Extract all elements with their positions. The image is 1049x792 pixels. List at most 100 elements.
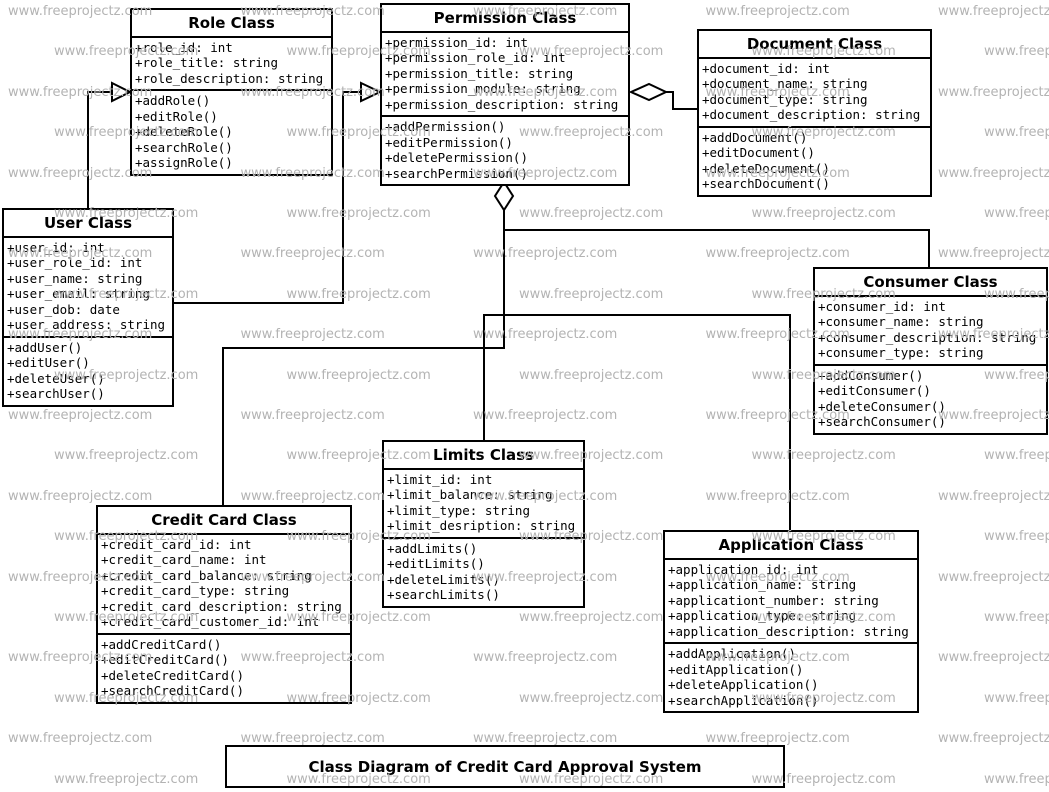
member-line: +editUser() [7, 355, 90, 371]
member-line: +addLimits() [387, 540, 478, 556]
class-attributes-permission: +permission_id: int+permission_role_id: … [382, 33, 628, 118]
member-line: +document_id: int [702, 60, 830, 76]
member-line: +document_description: string [702, 107, 921, 123]
aggregation-branch-to-consumer-line [504, 229, 930, 267]
member-line: +credit_card_customer_id: int [101, 614, 320, 630]
class-title-limits: Limits Class [384, 442, 583, 470]
member-line: +application_type: string [668, 608, 857, 624]
member-line: +permission_id: int [385, 34, 528, 50]
member-line: +consumer_type: string [818, 345, 984, 361]
class-box-limits: Limits Class +limit_id: int+limit_balanc… [382, 440, 585, 608]
class-attributes-creditcard: +credit_card_id: int+credit_card_name: i… [98, 535, 350, 635]
member-line: +editConsumer() [818, 383, 931, 399]
member-line: +consumer_id: int [818, 298, 946, 314]
class-box-consumer: Consumer Class +consumer_id: int+consume… [813, 267, 1048, 435]
member-line: +editApplication() [668, 661, 804, 677]
member-line: +deleteUser() [7, 370, 105, 386]
member-line: +role_description: string [135, 70, 324, 86]
class-title-role: Role Class [132, 10, 331, 38]
member-line: +addUser() [7, 339, 83, 355]
member-line: +deleteCreditCard() [101, 667, 244, 683]
member-line: +credit_card_type: string [101, 583, 290, 599]
member-line: +role_id: int [135, 39, 233, 55]
member-line: +user_email: string [7, 286, 150, 302]
generalization-user-to-permission-arrowhead [360, 81, 383, 103]
class-title-user: User Class [4, 210, 172, 238]
diagram-title-text: Class Diagram of Credit Card Approval Sy… [308, 757, 702, 776]
member-line: +user_address: string [7, 317, 166, 333]
member-line: +applicationt_number: string [668, 592, 879, 608]
member-line: +addPermission() [385, 119, 506, 135]
member-line: +limit_desription: string [387, 518, 576, 534]
aggregation-permission-document-diamond [628, 82, 669, 102]
class-attributes-application: +application_id: int+application_name: s… [665, 560, 917, 645]
class-attributes-limits: +limit_id: int+limit_balance: string+lim… [384, 470, 583, 539]
class-methods-limits: +addLimits()+editLimits()+deleteLimits()… [384, 539, 583, 606]
class-title-document: Document Class [699, 31, 930, 59]
member-line: +searchUser() [7, 386, 105, 402]
member-line: +deleteApplication() [668, 677, 819, 693]
member-line: +user_id: int [7, 239, 105, 255]
member-line: +deleteLimits() [387, 571, 500, 587]
class-methods-role: +addRole()+editRole()+deleteRole()+searc… [132, 91, 331, 174]
member-line: +searchConsumer() [818, 414, 946, 430]
member-line: +consumer_name: string [818, 314, 984, 330]
member-line: +user_name: string [7, 270, 143, 286]
class-methods-permission: +addPermission()+editPermission()+delete… [382, 117, 628, 184]
class-methods-user: +addUser()+editUser()+deleteUser()+searc… [4, 338, 172, 405]
member-line: +document_type: string [702, 91, 868, 107]
class-attributes-consumer: +consumer_id: int+consumer_name: string+… [815, 297, 1046, 366]
member-line: +document_name: string [702, 76, 868, 92]
class-title-permission: Permission Class [382, 5, 628, 33]
member-line: +consumer_description: string [818, 329, 1037, 345]
class-attributes-role: +role_id: int+role_title: string+role_de… [132, 38, 331, 92]
member-line: +credit_card_name: int [101, 552, 267, 568]
class-attributes-user: +user_id: int+user_role_id: int+user_nam… [4, 238, 172, 338]
class-box-user: User Class +user_id: int+user_role_id: i… [2, 208, 174, 407]
member-line: +deleteRole() [135, 124, 233, 140]
member-line: +searchCreditCard() [101, 683, 244, 699]
member-line: +searchLimits() [387, 587, 500, 603]
member-line: +editDocument() [702, 145, 815, 161]
member-line: +permission_role_id: int [385, 50, 566, 66]
class-title-creditcard: Credit Card Class [98, 507, 350, 535]
class-box-role: Role Class +role_id: int+role_title: str… [130, 8, 333, 176]
member-line: +searchPermission() [385, 165, 528, 181]
member-line: +user_dob: date [7, 301, 120, 317]
member-line: +user_role_id: int [7, 255, 143, 271]
member-line: +addApplication() [668, 646, 796, 662]
member-line: +editCreditCard() [101, 652, 229, 668]
class-attributes-document: +document_id: int+document_name: string+… [699, 59, 930, 128]
member-line: +permission_description: string [385, 96, 619, 112]
member-line: +application_name: string [668, 577, 857, 593]
member-line: +role_title: string [135, 55, 278, 71]
class-box-application: Application Class +application_id: int+a… [663, 530, 919, 714]
member-line: +addCreditCard() [101, 636, 222, 652]
member-line: +credit_card_description: string [101, 598, 342, 614]
aggregation-permission-to-document-line [666, 91, 697, 110]
diagram-title-box: Class Diagram of Credit Card Approval Sy… [225, 745, 785, 788]
class-methods-document: +addDocument()+editDocument()+deleteDocu… [699, 128, 930, 195]
generalization-user-to-permission-line [174, 91, 361, 304]
class-methods-creditcard: +addCreditCard()+editCreditCard()+delete… [98, 635, 350, 702]
member-line: +credit_card_balance: string [101, 567, 312, 583]
member-line: +addDocument() [702, 129, 808, 145]
member-line: +searchApplication() [668, 692, 819, 708]
member-line: +deletePermission() [385, 150, 528, 166]
class-box-permission: Permission Class +permission_id: int+per… [380, 3, 630, 187]
member-line: +addConsumer() [818, 367, 924, 383]
member-line: +editPermission() [385, 134, 513, 150]
member-line: +deleteConsumer() [818, 398, 946, 414]
aggregation-branch-limits-application-line [483, 314, 791, 530]
generalization-user-to-role-line [87, 91, 112, 208]
member-line: +application_description: string [668, 623, 909, 639]
member-line: +credit_card_id: int [101, 536, 252, 552]
class-methods-application: +addApplication()+editApplication()+dele… [665, 644, 917, 711]
class-title-application: Application Class [665, 532, 917, 560]
member-line: +limit_type: string [387, 502, 530, 518]
member-line: +permission_module: string [385, 81, 581, 97]
generalization-user-to-role-arrowhead [111, 81, 133, 103]
class-methods-consumer: +addConsumer()+editConsumer()+deleteCons… [815, 366, 1046, 433]
